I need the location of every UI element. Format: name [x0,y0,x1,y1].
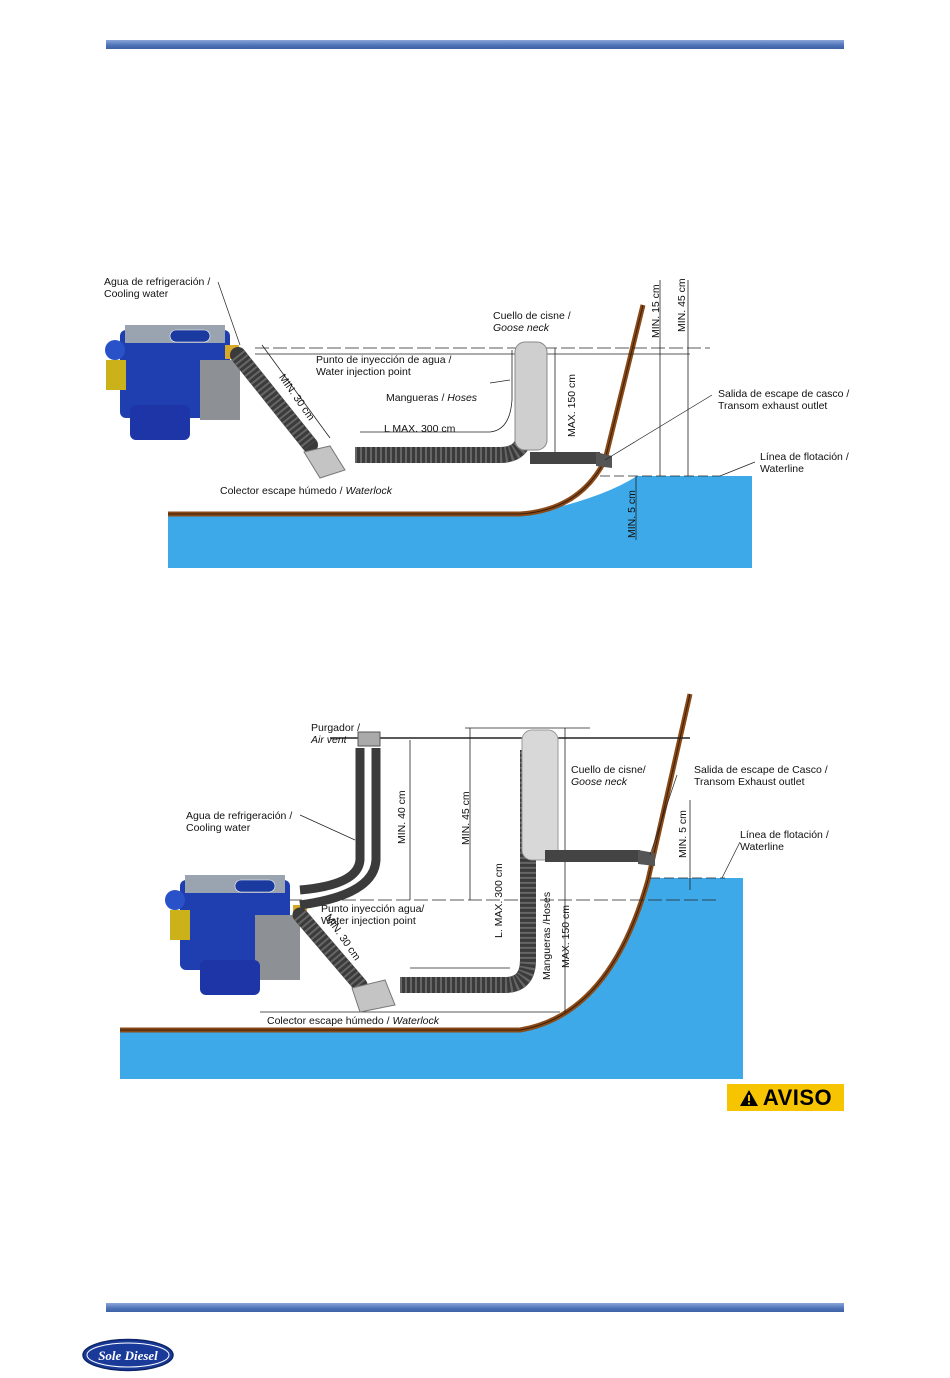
d2-min45-label: MIN. 45 cm [460,791,472,845]
d2-waterlock-label: Colector escape húmedo / Waterlock [267,1015,439,1027]
hose-main-2 [400,750,536,993]
warning-triangle-icon [739,1089,758,1106]
d1-gooseneck-label: Cuello de cisne /Goose neck [493,310,571,334]
d1-lmax-label: L MAX. 300 cm [384,423,456,435]
d2-waterline-label: Línea de flotación /Waterline [740,829,829,853]
d2-airvent-label: Purgador /Air vent [311,722,361,746]
d2-gooseneck-label: Cuello de cisne/Goose neck [571,764,646,788]
gooseneck-2 [521,729,559,861]
d2-injection-label: Punto inyección agua/Water injection poi… [321,903,425,927]
d2-max150-label: MAX. 150 cm [560,904,572,968]
air-vent-2 [357,731,381,747]
header-rule [106,40,844,49]
d2-lmax-label: L. MAX. 300 cm [493,863,505,938]
d1-hoses-label: Mangueras / Hoses [386,392,478,404]
d2-min5-label: MIN. 5 cm [677,810,689,858]
water-outer-2 [520,878,743,1032]
waterlock-1 [303,445,346,479]
water-area [168,516,752,568]
d2-cooling-water-label: Agua de refrigeración /Cooling water [186,810,293,834]
engine-2 [165,875,307,995]
waterlock-2 [351,979,396,1013]
warning-badge: AVISO [727,1084,844,1111]
logo-text: Sole Diesel [98,1348,158,1363]
water-area-2 [120,1032,743,1079]
d1-cooling-water-label: Agua de refrigeración /Cooling water [104,276,211,300]
warning-label: AVISO [762,1084,833,1110]
sole-diesel-logo: Sole Diesel [82,1338,174,1372]
d2-hoses-label: Mangueras /Hoses [541,891,553,980]
d1-outlet-label: Salida de escape de casco /Transom exhau… [718,388,850,412]
d1-waterline-label: Línea de flotación /Waterline [760,451,849,475]
gooseneck-1 [514,341,548,451]
engine-1 [105,325,240,440]
d1-waterlock-label: Colector escape húmedo / Waterlock [220,485,392,497]
footer-rule [106,1303,844,1312]
d1-injection-label: Punto de inyección de agua /Water inject… [316,354,452,378]
d2-min40-label: MIN. 40 cm [396,790,408,844]
cooling-hoses-2 [299,748,365,895]
d2-outlet-label: Salida de escape de Casco /Transom Exhau… [694,764,828,788]
